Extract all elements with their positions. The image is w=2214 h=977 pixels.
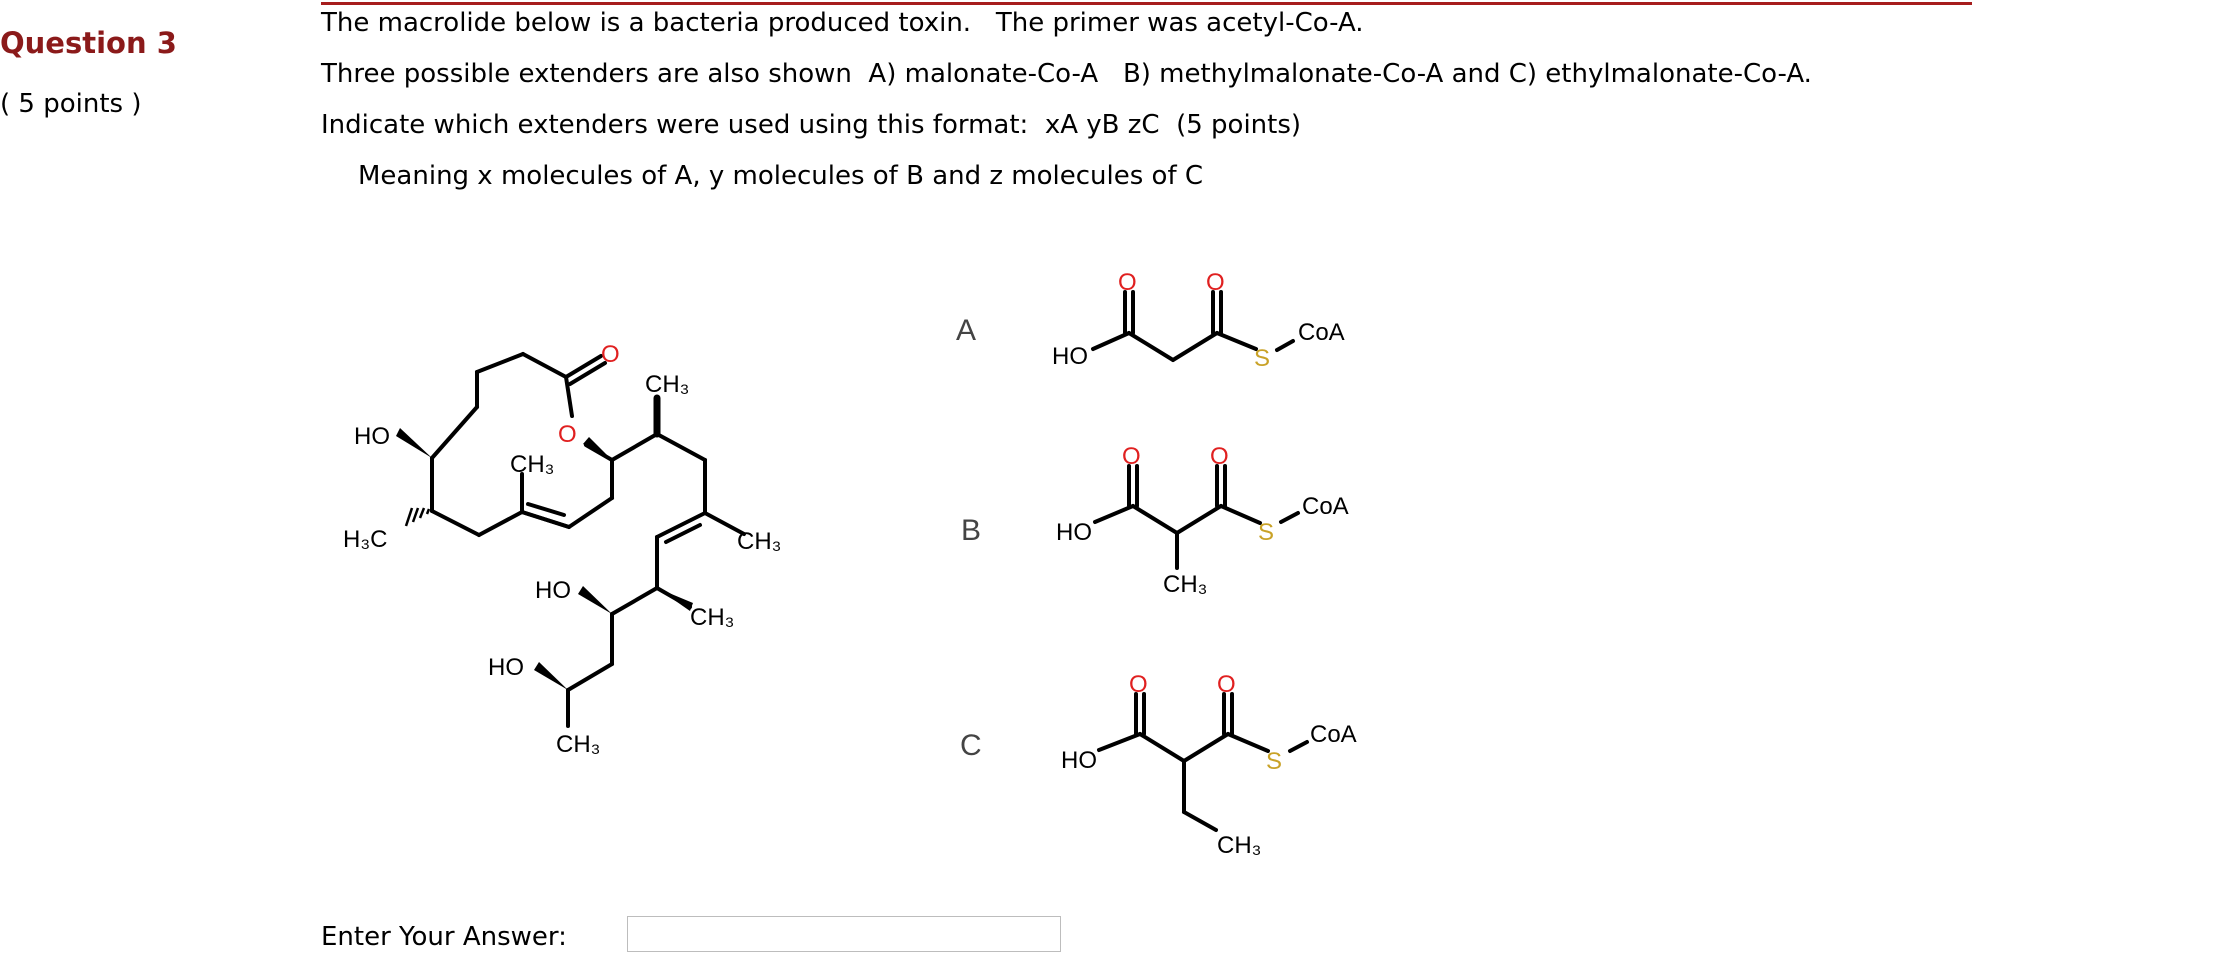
header-rule [321, 2, 1972, 5]
extender-coa: CoA [1302, 493, 1349, 520]
prompt-line-2: Three possible extenders are also shown … [321, 59, 1812, 89]
macrolide-structure [430, 352, 746, 728]
extender-oxygen-1: O [1129, 671, 1148, 698]
extender-sulfur: S [1258, 519, 1274, 546]
extender-sulfur: S [1254, 345, 1270, 372]
macrolide-ch3-right: CH₃ [737, 528, 781, 555]
prompt-line-4: Meaning x molecules of A, y molecules of… [358, 161, 1204, 191]
extender-oxygen-1: O [1118, 269, 1137, 296]
extender-oxygen-2: O [1210, 443, 1229, 470]
question-title: Question 3 [0, 26, 177, 60]
macrolide-hashed-bond [404, 507, 431, 527]
extender-ho: HO [1056, 519, 1092, 546]
extender-b: B HO O O S CoA CH₃ [961, 443, 1349, 598]
extender-oxygen-1: O [1122, 443, 1141, 470]
extender-letter: C [960, 729, 982, 762]
extender-ho: HO [1061, 747, 1097, 774]
macrolide-ho-2: HO [535, 577, 571, 604]
macrolide-wedges [396, 428, 693, 690]
extender-coa: CoA [1298, 319, 1345, 346]
macrolide-h3c: H₃C [343, 526, 387, 553]
extender-ethyl-ch3: CH₃ [1217, 832, 1261, 859]
question-points: ( 5 points ) [0, 89, 142, 119]
extender-methyl: CH₃ [1163, 571, 1207, 598]
extender-a: A HO O O S CoA [956, 269, 1345, 372]
answer-label: Enter Your Answer: [321, 922, 567, 952]
extender-letter: A [956, 314, 976, 347]
macrolide-ch3-mid: CH₃ [690, 604, 734, 631]
macrolide-ch3-bottom: CH₃ [556, 731, 600, 758]
extender-oxygen-2: O [1217, 671, 1236, 698]
extender-sulfur: S [1266, 748, 1282, 775]
macrolide-ch3-top: CH₃ [645, 371, 689, 398]
macrolide-ring-ch3: CH₃ [510, 451, 554, 478]
extender-oxygen-2: O [1206, 269, 1225, 296]
prompt-line-1: The macrolide below is a bacteria produc… [321, 8, 1364, 38]
extender-letter: B [961, 514, 981, 547]
extender-ho: HO [1052, 343, 1088, 370]
macrolide-ho-1: HO [354, 423, 390, 450]
extender-c: C HO O O S CoA CH₃ [960, 671, 1357, 859]
macrolide-ho-3: HO [488, 654, 524, 681]
macrolide-carbonyl-oxygen: O [601, 341, 620, 368]
prompt-line-3: Indicate which extenders were used using… [321, 110, 1302, 140]
extender-coa: CoA [1310, 721, 1357, 748]
answer-input[interactable] [627, 916, 1061, 952]
macrolide-ring-oxygen: O [558, 421, 577, 448]
macrolide-labels: HO H₃C CH₃ O O CH₃ CH₃ HO CH₃ HO CH₃ [343, 341, 781, 758]
